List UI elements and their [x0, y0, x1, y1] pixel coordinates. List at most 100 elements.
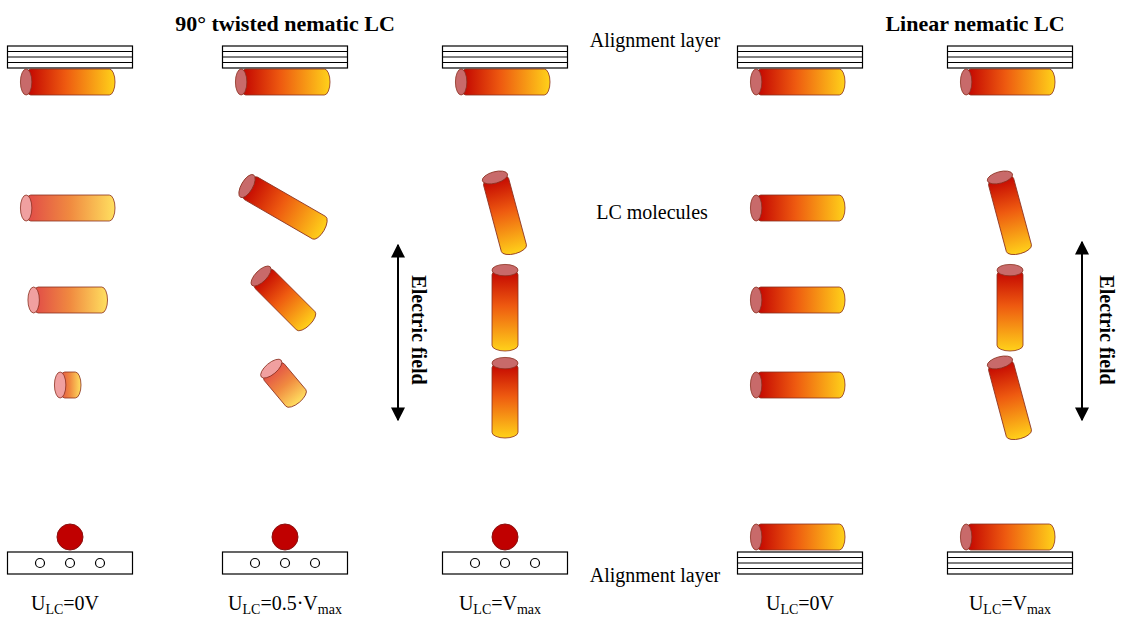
lc-molecule-end-on: [57, 524, 83, 550]
molecule-body: [492, 269, 518, 351]
lc-molecule: [750, 195, 845, 221]
lc-molecule: [986, 169, 1033, 257]
field-label: Electric field: [407, 275, 430, 384]
molecule-cap: [986, 169, 1014, 187]
layer-groove: [948, 568, 1073, 569]
alignment-layer: [948, 46, 1073, 68]
alignment-layer: [738, 46, 863, 68]
molecule-body: [25, 69, 115, 95]
layer-groove: [738, 62, 863, 63]
lc-molecule: [248, 263, 319, 334]
layer-groove: [36, 559, 45, 568]
molecule-cap: [986, 354, 1014, 372]
layer-groove: [8, 56, 133, 57]
molecule-body: [965, 524, 1055, 550]
lc-molecule: [28, 287, 108, 313]
annotation-label: Alignment layer: [590, 564, 721, 587]
molecule-body: [33, 287, 108, 313]
molecule-cap: [258, 356, 285, 381]
lc-molecule: [455, 69, 550, 95]
molecule-body: [492, 362, 518, 438]
molecule-body: [755, 69, 845, 95]
alignment-layer: [8, 46, 133, 68]
layer-groove: [311, 559, 320, 568]
layer-groove: [738, 562, 863, 563]
molecule-cap: [481, 169, 509, 187]
molecule-cap: [28, 287, 39, 313]
molecule-body: [755, 524, 845, 550]
layer-outline: [443, 46, 568, 68]
layer-outline: [223, 552, 348, 574]
lc-molecule: [960, 69, 1055, 95]
molecule-cap: [750, 524, 761, 550]
alignment-layer: [223, 552, 348, 574]
molecule-body: [755, 372, 845, 398]
lc-molecule: [986, 354, 1033, 442]
layer-groove: [948, 51, 1073, 52]
layer-outline: [738, 552, 863, 574]
layer-groove: [738, 56, 863, 57]
lc-molecule: [960, 524, 1055, 550]
annotation-label: ULC=0.5·Vmax: [228, 592, 342, 618]
molecule-body: [240, 69, 330, 95]
alignment-layer: [443, 552, 568, 574]
lc-molecule: [492, 264, 518, 351]
molecule-cap: [750, 287, 761, 313]
layer-outline: [948, 46, 1073, 68]
layer-groove: [281, 559, 290, 568]
lc-molecule: [481, 169, 528, 257]
lc-molecule: [235, 69, 330, 95]
molecule-body: [460, 69, 550, 95]
layer-groove: [96, 559, 105, 568]
molecule-cap: [455, 69, 466, 95]
molecule-body: [997, 269, 1023, 351]
annotation-label: LC molecules: [596, 201, 708, 224]
molecule-cap: [20, 69, 31, 95]
lc-molecule: [236, 172, 331, 242]
molecule-cap: [750, 372, 761, 398]
layer-groove: [738, 51, 863, 52]
layer-groove: [948, 62, 1073, 63]
lc-molecule: [20, 195, 115, 221]
molecule-body: [987, 173, 1033, 257]
layer-groove: [948, 56, 1073, 57]
layer-groove: [738, 557, 863, 558]
annotation-label: ULC=0V: [31, 592, 99, 618]
column-heading: 90° twisted nematic LC: [175, 11, 395, 36]
molecule-cap: [492, 264, 518, 275]
alignment-layer: [738, 552, 863, 574]
layer-outline: [8, 46, 133, 68]
molecule-body: [755, 287, 845, 313]
molecule-cap: [750, 69, 761, 95]
molecule-cap: [492, 357, 518, 368]
lc-molecule: [750, 372, 845, 398]
layer-groove: [471, 559, 480, 568]
molecule-cap: [20, 195, 31, 221]
layer-outline: [8, 552, 133, 574]
molecule-cap: [236, 172, 259, 200]
lc-molecule: [54, 372, 81, 398]
molecule-cap: [235, 69, 246, 95]
annotation-label: ULC=Vmax: [969, 592, 1051, 618]
layer-outline: [948, 552, 1073, 574]
layer-groove: [223, 56, 348, 57]
molecule-cap: [248, 263, 274, 289]
molecule-body: [987, 358, 1033, 442]
lc-molecule: [258, 356, 310, 411]
lc-molecule-end-on: [272, 524, 298, 550]
molecule-cap: [54, 372, 65, 398]
molecule-body: [482, 173, 528, 257]
annotation-label: ULC=0V: [766, 592, 834, 618]
layer-groove: [501, 559, 510, 568]
layer-outline: [738, 46, 863, 68]
annotation-label: Alignment layer: [590, 29, 721, 52]
layer-outline: [223, 46, 348, 68]
layer-groove: [531, 559, 540, 568]
layer-groove: [8, 51, 133, 52]
field-arrow: [1081, 242, 1083, 420]
alignment-layer: [223, 46, 348, 68]
layer-groove: [8, 62, 133, 63]
column-heading: Linear nematic LC: [885, 11, 1064, 36]
